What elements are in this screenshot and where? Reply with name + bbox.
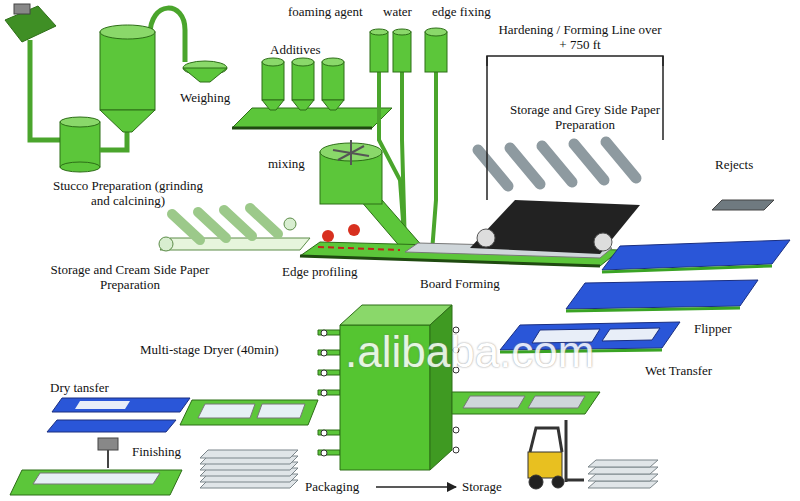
process-label: Storage and Grey Side Paper Preparation: [505, 102, 665, 132]
process-label: Finishing: [132, 444, 181, 459]
process-label: Multi-stage Dryer (40min): [140, 342, 279, 357]
process-label: Storage: [462, 479, 502, 494]
process-label: Hardening / Forming Line over + 750 ft: [495, 22, 665, 52]
process-label: Wet Transfer: [645, 363, 712, 378]
watermark: .alibaba.com: [345, 328, 594, 376]
process-label: Flipper: [694, 321, 732, 336]
process-label: Additives: [270, 42, 321, 57]
process-label: Stucco Preparation (grinding and calcini…: [48, 178, 208, 208]
process-label: Weighing: [180, 90, 230, 105]
process-label: foaming agent: [288, 4, 363, 19]
process-label: Rejects: [715, 157, 753, 172]
process-label: Storage and Cream Side Paper Preparation: [40, 262, 220, 292]
process-label: Board Forming: [420, 276, 500, 291]
process-label: water: [383, 4, 412, 19]
process-label: Dry tansfer: [50, 380, 109, 395]
process-label: mixing: [268, 156, 305, 171]
process-label: Packaging: [305, 479, 359, 494]
process-label: edge fixing: [432, 4, 491, 19]
process-label: Edge profiling: [282, 264, 357, 279]
